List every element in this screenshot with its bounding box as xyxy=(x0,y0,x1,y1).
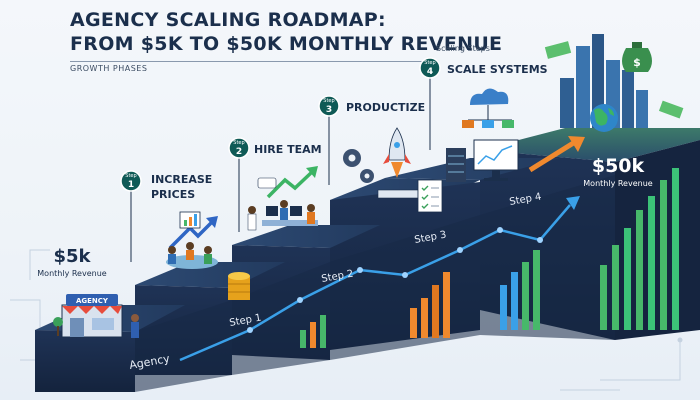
step-2-marker: Step 2 HIRE TEAM xyxy=(228,137,322,232)
step-3-marker: Step 3 PRODUCTIZE xyxy=(318,95,425,185)
trend-points xyxy=(247,227,543,333)
riser-bar-chart-3 xyxy=(500,250,540,330)
rocket-icon xyxy=(377,127,419,199)
step-2-marker-number: 2 xyxy=(236,147,242,157)
end-revenue-amount: $50k xyxy=(592,155,645,177)
step-2-callout-line-1: HIRE TEAM xyxy=(254,143,322,156)
gears-icon xyxy=(343,149,374,183)
step-2-marker-word: Step xyxy=(233,140,244,146)
server-icon xyxy=(446,148,466,182)
svg-text:$: $ xyxy=(633,56,641,69)
step-4-marker-number: 4 xyxy=(427,67,433,77)
green-growth-arrow xyxy=(266,166,318,199)
money-bag-icon: $ xyxy=(622,42,652,72)
step-4-marker: Step 4 SCALE SYSTEMS xyxy=(419,57,548,150)
title-divider xyxy=(70,61,430,62)
step-4-marker-word: Step xyxy=(424,60,435,66)
title-line-2: FROM $5K TO $50K MONTHLY REVENUE xyxy=(70,33,503,55)
stair-front-face xyxy=(135,175,615,392)
trend-arrowhead xyxy=(566,196,580,210)
step-1-marker-number: 1 xyxy=(128,180,134,190)
growth-arrow-icon xyxy=(528,136,585,173)
step-3-marker-word: Step xyxy=(323,98,334,104)
step-1-marker-word: Step xyxy=(125,173,136,179)
step-1-callout-line-1: INCREASE xyxy=(151,173,212,186)
dashboard-monitor-icon xyxy=(473,139,519,181)
page-title: AGENCY SCALING ROADMAP: FROM $5K TO $50K… xyxy=(70,8,502,56)
step-4-callout-line-1: SCALE SYSTEMS xyxy=(447,63,548,76)
step-1-marker: Step 1 INCREASE PRICES xyxy=(120,170,212,262)
riser-bar-chart-1 xyxy=(300,315,326,348)
team-desks-icon xyxy=(247,177,318,231)
person-icon xyxy=(131,314,139,338)
prices-growth-arrow xyxy=(168,216,218,250)
storefront-sign: AGENCY xyxy=(76,297,109,305)
step-3-callout-line-1: PRODUCTIZE xyxy=(346,101,425,114)
step-3-marker-number: 3 xyxy=(326,105,332,115)
globe-icon xyxy=(590,104,618,132)
end-revenue-caption: Monthly Revenue xyxy=(583,179,652,188)
riser-bar-chart-4 xyxy=(600,168,679,330)
meeting-icon xyxy=(166,211,218,269)
title-line-1: AGENCY SCALING ROADMAP: xyxy=(70,9,386,31)
riser-bar-chart-2 xyxy=(410,272,450,338)
coin-stack-icon xyxy=(228,272,250,300)
start-revenue-caption: Monthly Revenue xyxy=(37,269,106,278)
storefront-icon: AGENCY xyxy=(53,294,123,338)
scaling-steps-note: Scaling Steps xyxy=(436,44,490,53)
step-1-callout-line-2: PRICES xyxy=(151,188,195,201)
subtitle: GROWTH PHASES xyxy=(70,64,148,73)
start-revenue-amount: $5k xyxy=(53,246,91,267)
cloud-network-icon xyxy=(462,88,514,128)
checklist-icon xyxy=(417,179,443,213)
